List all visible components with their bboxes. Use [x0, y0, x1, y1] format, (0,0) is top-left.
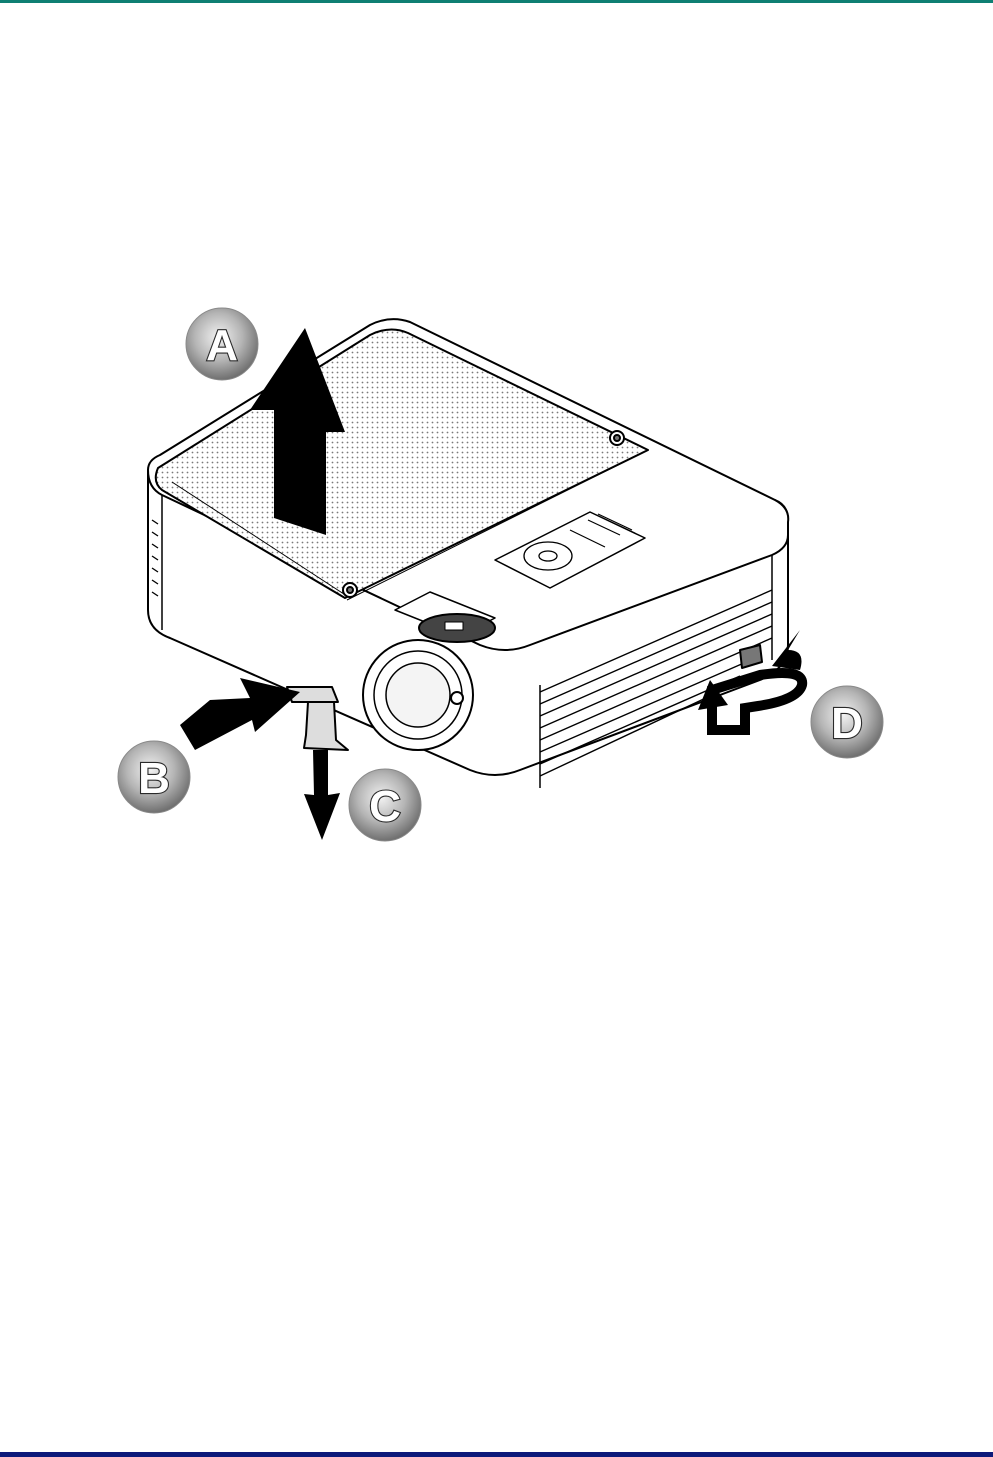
callout-c: C — [349, 769, 421, 841]
footer-rule — [0, 1452, 993, 1457]
svg-text:A: A — [206, 321, 238, 370]
callout-b: B — [118, 741, 190, 813]
projector-figure: A B C D — [100, 300, 900, 860]
svg-text:C: C — [369, 782, 401, 831]
callout-a: A — [186, 308, 258, 380]
projector-illustration: A B C D — [100, 300, 900, 860]
svg-text:B: B — [138, 754, 170, 803]
callout-d: D — [811, 686, 883, 758]
arrow-down-icon — [304, 750, 340, 840]
header-rule — [0, 0, 993, 3]
arrow-right-icon — [180, 678, 300, 750]
svg-text:D: D — [831, 699, 863, 748]
